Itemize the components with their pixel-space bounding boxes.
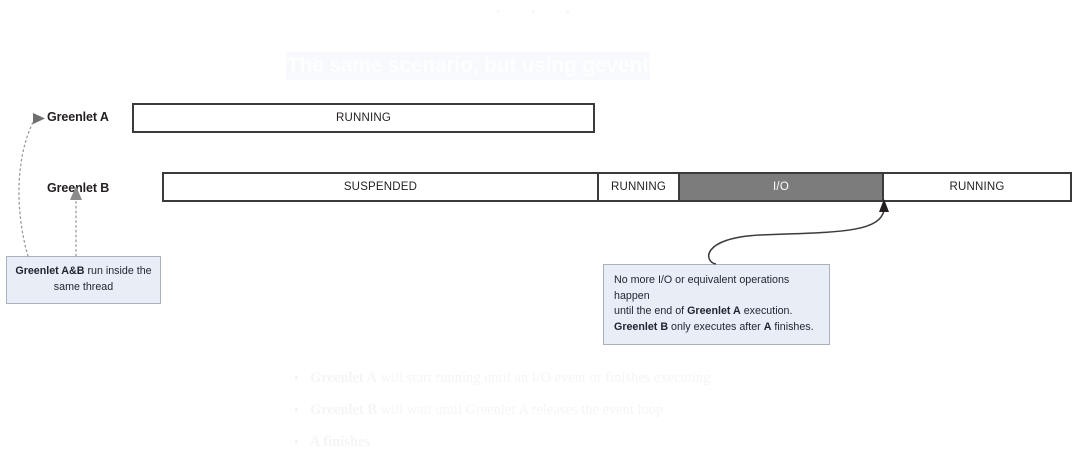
row-label-greenlet-b: Greenlet B — [47, 181, 110, 195]
callout-right-line3-bold2: A — [763, 320, 772, 333]
list-item: Greenlet B will wait until Greenlet A re… — [292, 394, 710, 426]
callout-io-explanation: No more I/O or equivalent operations hap… — [603, 264, 830, 345]
timeline-segment-suspended: SUSPENDED — [343, 181, 418, 193]
slide-title: The same scenario, but using gevent — [286, 52, 650, 80]
bullet-bold-0: Greenlet A — [310, 370, 377, 386]
callout-right-line3-post: finishes. — [771, 320, 814, 333]
callout-left-bold: Greenlet A&B — [15, 265, 85, 277]
bullet-bold-1: Greenlet B — [310, 402, 377, 418]
callout-right-line1: No more I/O or equivalent operations hap… — [614, 274, 790, 302]
bullet-rest-1: will wait until Greenlet A releases the … — [376, 402, 664, 418]
timeline-segment-io: I/O — [678, 174, 882, 200]
timeline-segment-running-2: RUNNING — [882, 174, 1070, 200]
callout-right-line2-bold: Greenlet A — [687, 305, 741, 317]
callout-right-line2-post: execution. — [740, 305, 793, 317]
bullet-bold-2: A finishes — [310, 434, 371, 450]
list-item: A finishes — [292, 426, 710, 458]
arrowhead-greenlet-a-icon — [33, 113, 45, 124]
dotted-leader-to-greenlet-a — [18, 119, 35, 257]
callout-right-line2-pre: until the end of — [614, 305, 688, 317]
timeline-bar-greenlet-b: SUSPENDED RUNNING I/O RUNNING — [162, 172, 1072, 202]
callout-left-line2: same thread — [53, 280, 114, 293]
row-label-greenlet-a: Greenlet A — [47, 110, 109, 124]
callout-right-line3-bold1: Greenlet B — [614, 320, 669, 333]
timeline-bar-greenlet-a: RUNNING — [132, 103, 595, 133]
callout-left-rest: run inside the — [84, 265, 152, 277]
callout-right-line3-mid: only executes after — [668, 320, 764, 333]
timeline-segment-running: RUNNING — [335, 112, 392, 124]
slide-pagination-dots: • • • — [496, 6, 584, 18]
callout-shared-thread: Greenlet A&B run inside the same thread — [6, 256, 161, 304]
timeline-segment-running-1: RUNNING — [597, 174, 678, 200]
bullet-list: Greenlet A will start running until an I… — [292, 362, 710, 458]
curved-connector-io-boundary — [708, 209, 885, 265]
bullet-rest-0: will start running until an I/O event or… — [376, 370, 711, 386]
list-item: Greenlet A will start running until an I… — [292, 362, 710, 394]
